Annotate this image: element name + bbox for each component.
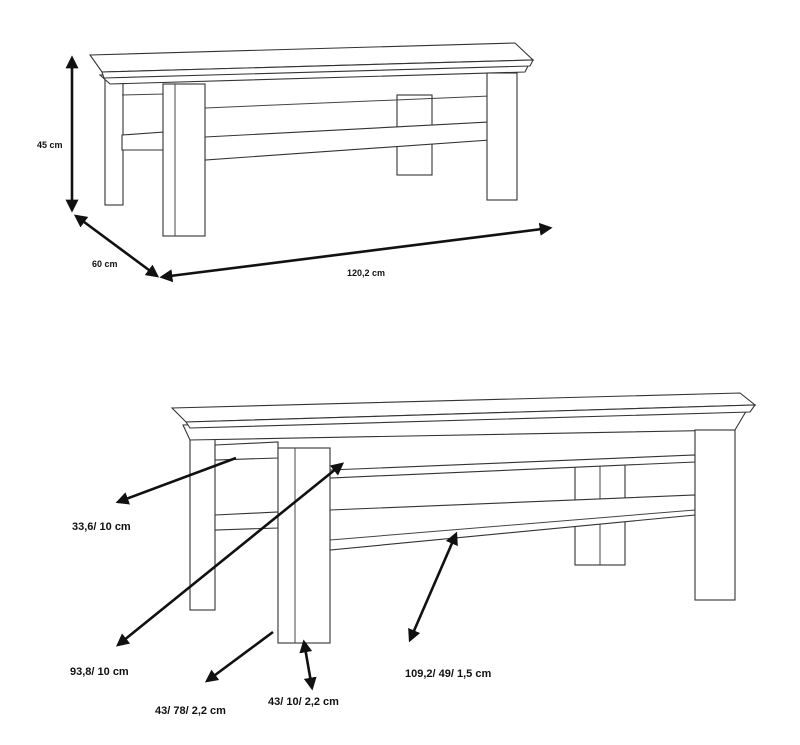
shelf-label: 109,2/ 49/ 1,5 cm	[405, 668, 491, 680]
shelf-panel	[329, 494, 696, 551]
width-label: 120,2 cm	[347, 268, 385, 278]
leg-arrow	[204, 630, 274, 683]
leg-strip-label: 43/ 10/ 2,2 cm	[268, 696, 339, 708]
front-right-leg	[694, 429, 736, 601]
front-right-leg	[486, 72, 518, 201]
side-apron	[214, 441, 279, 461]
coffee-table-parts	[170, 392, 757, 644]
tabletop-edge	[184, 404, 757, 429]
long-apron-arrow	[115, 462, 345, 647]
apron-label: 33,6/ 10 cm	[72, 521, 131, 533]
depth-arrow	[73, 214, 160, 278]
height-label: 45 cm	[37, 140, 63, 150]
shelf	[204, 121, 491, 161]
apron-arrow	[115, 456, 237, 505]
long-apron	[329, 454, 696, 479]
shelf-edge	[329, 509, 696, 541]
apron-edge	[204, 95, 491, 109]
coffee-table-overview	[88, 42, 535, 237]
leg-strip-arrow	[299, 639, 317, 691]
width-arrow	[159, 222, 553, 283]
leg-label: 43/ 78/ 2,2 cm	[155, 705, 226, 717]
front-left-leg	[162, 83, 206, 237]
depth-label: 60 cm	[92, 259, 118, 269]
side-apron-edge	[121, 93, 166, 96]
back-left-leg	[104, 79, 124, 206]
shelf-arrow	[408, 531, 458, 643]
side-shelf-left	[121, 131, 166, 151]
front-left-leg	[277, 447, 331, 644]
table-top-edge	[101, 59, 534, 79]
side-shelf	[214, 511, 279, 531]
long-apron-label: 93,8/ 10 cm	[70, 666, 129, 678]
